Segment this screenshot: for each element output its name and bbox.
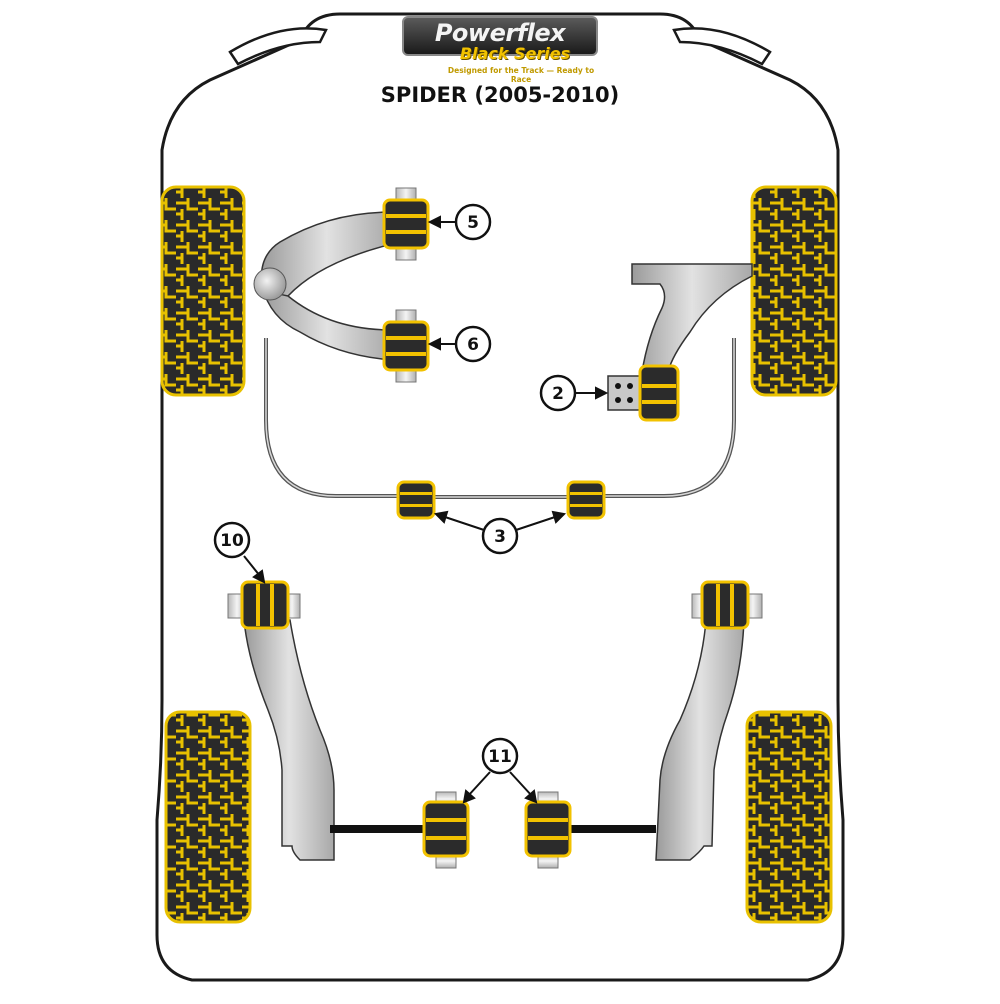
tyre-rear-right [745,710,833,924]
brand-logo: Powerflex [402,16,598,56]
callout-10: 10 [213,521,251,559]
front-upper-wishbone [253,211,393,361]
svg-text:10: 10 [220,531,244,551]
callout-2: 2 [539,374,577,412]
svg-text:11: 11 [488,747,512,767]
bushing-3-left [396,480,436,520]
svg-text:5: 5 [467,213,479,233]
svg-text:2: 2 [552,384,564,404]
tyre-front-right [750,185,838,397]
svg-text:3: 3 [494,527,506,547]
bushing-rear-right-arm [700,580,750,630]
callout-11: 11 [481,737,519,775]
callout-arrows [243,215,609,804]
front-right-arm [607,263,753,411]
brand-series: Black Series [459,44,571,63]
bushing-10 [240,580,290,630]
tyre-front-left [160,185,246,397]
bushing-11-right [524,791,572,869]
svg-text:6: 6 [467,335,479,355]
bushing-2 [638,364,680,422]
front-anti-roll-bar [264,338,736,499]
bushing-3-right [566,480,606,520]
bushing-6 [382,309,430,383]
callout-5: 5 [454,203,492,241]
bushing-11-left [422,791,470,869]
callout-3: 3 [481,517,519,555]
tyre-rear-left [164,710,252,924]
brand-tagline: Designed for the Track — Ready to Race [447,66,595,84]
bushing-5 [382,187,430,261]
model-title: SPIDER (2005-2010) [380,83,620,107]
callout-6: 6 [454,325,492,363]
